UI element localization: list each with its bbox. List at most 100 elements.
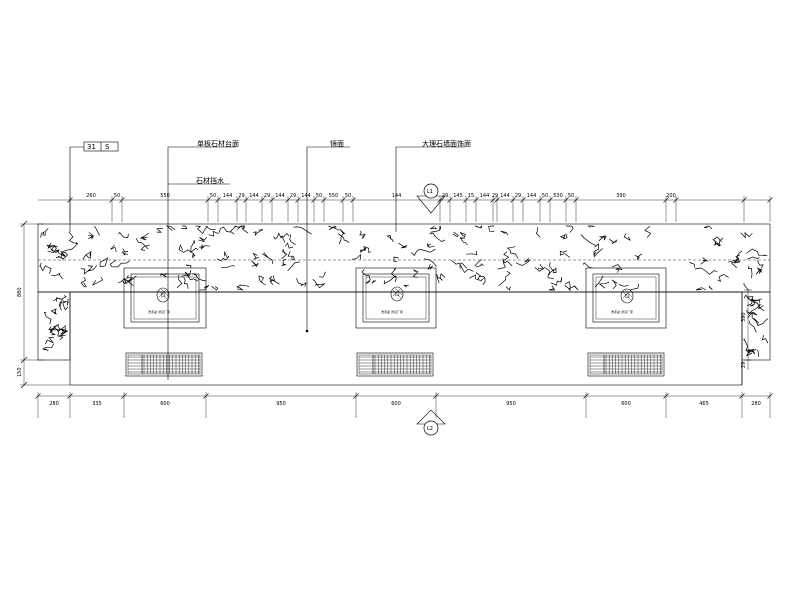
marble-vein	[594, 275, 604, 288]
top-dim-22: 29	[515, 193, 521, 199]
grille-2	[356, 352, 434, 377]
marble-vein	[252, 252, 260, 260]
marble-vein	[51, 272, 63, 280]
marble-vein	[99, 257, 109, 268]
marble-vein	[253, 229, 264, 236]
marble-vein	[694, 267, 718, 275]
marble-vein	[110, 244, 117, 252]
basin-1-label: 洗手盆 详见厂家	[148, 309, 170, 314]
marble-vein	[516, 257, 531, 266]
marble-vein	[205, 225, 216, 231]
marble-vein	[319, 271, 326, 278]
top-dim-19: 144	[480, 193, 490, 199]
marble-vein	[749, 320, 757, 333]
marble-vein	[502, 251, 513, 267]
top-dim-27: 390	[616, 193, 626, 199]
marble-vein	[623, 233, 631, 242]
marble-vein	[412, 269, 419, 278]
marble-vein	[746, 248, 768, 256]
marble-vein	[593, 243, 600, 256]
marble-vein	[474, 259, 482, 267]
marble-vein	[634, 253, 643, 261]
marble-vein	[218, 226, 231, 234]
marble-vein	[281, 249, 288, 260]
marble-vein	[537, 263, 545, 270]
marble-vein	[81, 268, 91, 275]
faucet-icon	[620, 288, 634, 304]
marble-vein	[695, 287, 707, 291]
marble-vein	[237, 225, 249, 234]
bottom-dim-1: 280	[49, 401, 59, 407]
top-dim-28: 200	[666, 193, 676, 199]
marble-vein	[181, 274, 199, 282]
top-dim-24: 50	[542, 193, 548, 199]
marble-vein	[184, 270, 191, 278]
right-dimension-line: 390 29	[741, 289, 752, 370]
bottom-dim-4: 950	[276, 401, 286, 407]
marble-vein	[755, 267, 762, 275]
marble-vein	[285, 242, 294, 249]
marble-vein	[568, 285, 579, 291]
top-dim-9: 144	[275, 193, 285, 199]
marble-vein	[359, 230, 366, 239]
marble-vein	[611, 264, 623, 273]
section-marker-bottom: L2	[416, 409, 446, 436]
marble-vein	[549, 262, 557, 272]
marble-vein	[753, 301, 765, 312]
marble-vein	[140, 244, 150, 251]
grille-3	[587, 352, 665, 377]
marble-vein	[497, 258, 506, 270]
marble-vein	[42, 343, 55, 349]
marble-vein	[281, 258, 287, 266]
marble-vein	[564, 281, 572, 291]
marble-vein	[195, 225, 209, 235]
top-dim-15: 144	[392, 193, 402, 199]
marble-vein	[176, 274, 183, 288]
basin-3-label: 洗手盆 详见厂家	[611, 309, 633, 314]
callout-group: 31 S 单板石材台面 石材挡水 镜面 大理石墙面饰面	[69, 139, 471, 380]
marble-vein	[559, 233, 568, 240]
marble-vein	[43, 311, 52, 325]
marble-vein	[743, 282, 750, 291]
marble-vein	[755, 318, 769, 326]
callout-label-2: 石材挡水	[196, 176, 224, 185]
marble-vein	[371, 279, 376, 284]
marble-vein	[383, 275, 397, 285]
left-dim-1: 880	[17, 287, 23, 297]
marble-vein	[328, 225, 340, 231]
marble-vein	[121, 248, 129, 256]
marble-vein	[126, 275, 137, 283]
bottom-dim-7: 600	[621, 401, 631, 407]
marble-vein	[700, 257, 708, 265]
marble-vein	[62, 301, 69, 311]
marble-vein	[258, 275, 266, 286]
marble-vein	[293, 226, 312, 235]
marble-vein	[728, 254, 741, 263]
top-dim-18: 15	[468, 193, 474, 199]
marble-vein	[58, 301, 62, 311]
marble-vein	[60, 242, 78, 257]
top-dim-23: 144	[527, 193, 537, 199]
left-dim-2: 150	[17, 367, 23, 377]
marble-vein	[109, 259, 130, 268]
marble-vein	[45, 337, 54, 345]
marble-vein	[282, 232, 290, 243]
marble-vein	[427, 263, 433, 271]
marble-vein	[708, 285, 713, 290]
marble-vein	[565, 225, 574, 233]
marble-vein	[312, 279, 326, 289]
marble-vein	[743, 294, 752, 302]
marble-vein	[498, 271, 511, 287]
marble-vein	[40, 228, 49, 238]
basin-1: 洗手盆 详见厂家	[123, 267, 207, 329]
marble-vein	[135, 238, 149, 250]
basin-3: 洗手盆 详见厂家	[585, 267, 667, 329]
marble-vein	[386, 235, 394, 243]
marble-vein	[712, 236, 723, 246]
marble-vein	[216, 255, 230, 262]
marble-vein	[221, 265, 235, 268]
marble-vein	[644, 225, 652, 238]
faucet-icon	[156, 287, 170, 303]
